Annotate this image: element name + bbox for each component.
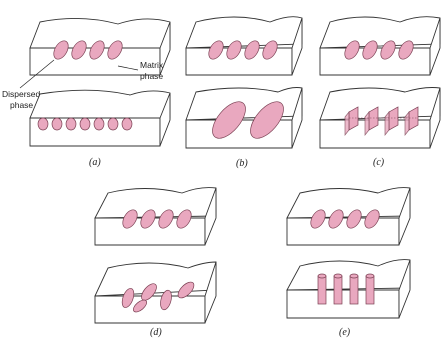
- fiber: [310, 209, 326, 229]
- dispersed-phase-label: Dispersed phase: [2, 59, 55, 110]
- fiber: [398, 40, 414, 60]
- slab-c-bottom: [319, 87, 441, 149]
- fiber: [346, 209, 362, 229]
- slab-a-bottom: [29, 89, 171, 147]
- fiber: [79, 117, 91, 131]
- fiber: [71, 40, 87, 60]
- fiber: [244, 40, 260, 60]
- vertical-fiber: [317, 273, 327, 305]
- fibers-b-bottom: [212, 101, 284, 139]
- panel-c: (c): [319, 16, 441, 168]
- vertical-fiber: [333, 273, 343, 305]
- panel-d: (d): [94, 187, 217, 338]
- fiber: [141, 283, 157, 301]
- plate: [344, 111, 350, 136]
- matrix-label-line1: Matrix: [140, 60, 164, 70]
- fiber: [176, 209, 192, 229]
- fiber: [51, 117, 63, 131]
- fibers-c-bottom: [344, 106, 419, 136]
- fiber: [362, 40, 378, 60]
- matrix-label-line2: phase: [140, 71, 163, 81]
- slab-e-bottom: [286, 259, 411, 319]
- fiber: [121, 288, 135, 308]
- vertical-fiber: [349, 273, 359, 305]
- panel-e-caption: (e): [339, 327, 351, 338]
- fiber: [344, 40, 360, 60]
- matrix-leader: [117, 65, 139, 71]
- fiber: [380, 40, 396, 60]
- panel-d-caption: (d): [150, 327, 162, 338]
- slab-b-bottom: [185, 87, 303, 149]
- slab-e-top: [286, 187, 411, 246]
- fiber: [65, 117, 77, 131]
- fiber: [37, 117, 49, 131]
- vertical-fiber: [365, 273, 375, 305]
- fiber: [53, 40, 69, 60]
- slab-b-top: [185, 16, 303, 76]
- fiber: [160, 289, 172, 311]
- fibers-a-bottom: [37, 117, 133, 131]
- fiber: [226, 40, 242, 60]
- fiber: [93, 117, 105, 131]
- fibers-a-top: [53, 40, 123, 60]
- fiber: [107, 40, 123, 60]
- dispersed-leader: [19, 59, 55, 89]
- fiber: [250, 101, 284, 139]
- fiber: [121, 117, 133, 131]
- slab-d-bottom: [94, 261, 217, 324]
- fiber: [133, 299, 147, 313]
- dispersed-label-line2: phase: [10, 100, 33, 110]
- slab-c-top: [319, 16, 441, 76]
- panel-e: (e): [286, 187, 411, 338]
- panel-b-caption: (b): [236, 158, 248, 169]
- fibers-c-top: [344, 40, 414, 60]
- fibers-e-bottom: [317, 273, 375, 305]
- fiber: [89, 40, 105, 60]
- slab-d-top: [94, 187, 217, 246]
- panel-a: Matrix phase Dispersed phase (a): [2, 17, 171, 168]
- fiber: [212, 101, 246, 139]
- fiber: [107, 117, 119, 131]
- fibers-b-top: [208, 40, 278, 60]
- fiber: [140, 209, 156, 229]
- panel-a-caption: (a): [89, 157, 101, 168]
- matrix-phase-label: Matrix phase: [117, 60, 164, 81]
- fibers-d-bottom: [121, 281, 195, 313]
- fiber: [177, 281, 195, 299]
- fiber: [158, 209, 174, 229]
- fiber: [328, 209, 344, 229]
- fibers-d-top: [122, 209, 192, 229]
- dispersed-label-line1: Dispersed: [2, 89, 41, 99]
- fiber: [122, 209, 138, 229]
- panel-c-caption: (c): [373, 157, 385, 168]
- panel-b: (b): [185, 16, 303, 169]
- fiber: [208, 40, 224, 60]
- fiber: [262, 40, 278, 60]
- fibers-e-top: [310, 209, 380, 229]
- fiber: [364, 209, 380, 229]
